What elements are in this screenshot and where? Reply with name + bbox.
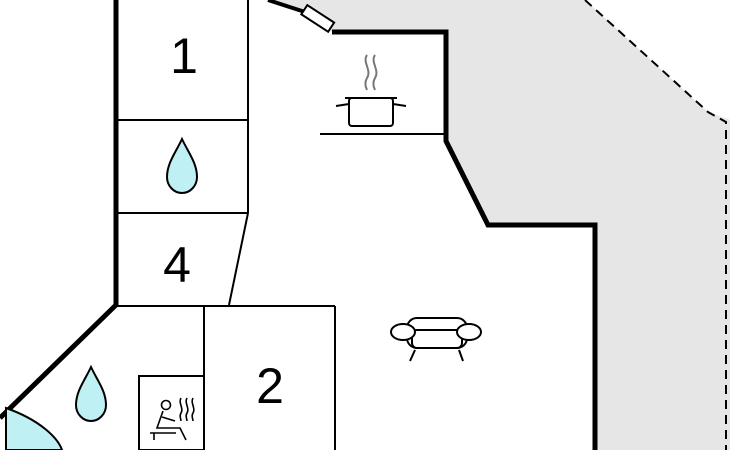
- bathroom-drop-icon: [74, 364, 108, 423]
- interior-walls: [116, 0, 446, 450]
- kitchen-pot-icon: [335, 54, 407, 127]
- room-label-1: 1: [170, 28, 198, 84]
- room-label-4: 4: [163, 237, 191, 293]
- bathroom-drop-icon: [165, 136, 199, 195]
- exterior-wall-left: [0, 0, 119, 420]
- sofa-icon: [390, 317, 482, 362]
- terrace-boundary: [584, 0, 727, 450]
- pool-icon: [5, 406, 64, 450]
- room-label-2: 2: [256, 358, 284, 414]
- exterior-wall-right: [332, 29, 598, 450]
- exterior-wall-top: [267, 0, 306, 14]
- sauna-icon: [150, 397, 195, 441]
- window: [299, 3, 336, 34]
